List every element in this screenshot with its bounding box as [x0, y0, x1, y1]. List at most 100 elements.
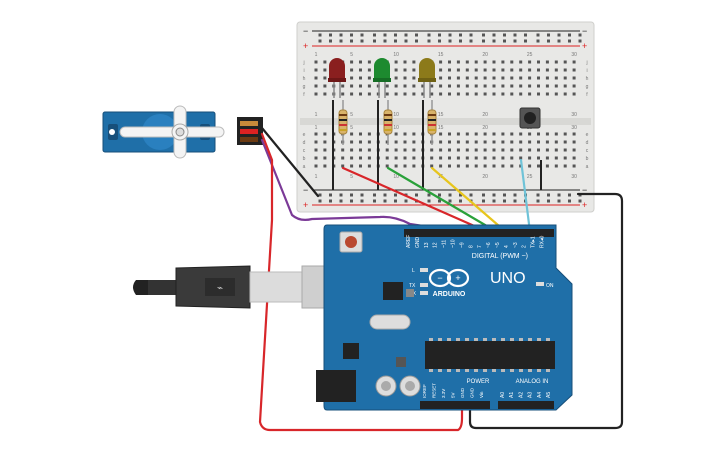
rail-hole[interactable] [536, 199, 540, 203]
rail-hole[interactable] [568, 39, 571, 43]
breadboard-hole[interactable] [554, 148, 558, 152]
breadboard-hole[interactable] [314, 132, 318, 136]
breadboard-hole[interactable] [563, 140, 567, 144]
breadboard-hole[interactable] [350, 60, 354, 64]
breadboard-hole[interactable] [465, 84, 469, 88]
breadboard-hole[interactable] [456, 92, 460, 96]
breadboard-hole[interactable] [341, 156, 345, 160]
rail-hole[interactable] [360, 33, 364, 37]
breadboard-hole[interactable] [537, 76, 540, 80]
rail-hole[interactable] [536, 33, 540, 37]
rail-hole[interactable] [568, 193, 571, 197]
breadboard-hole[interactable] [456, 156, 460, 160]
rail-hole[interactable] [578, 33, 582, 37]
breadboard-hole[interactable] [448, 148, 451, 152]
breadboard-hole[interactable] [563, 164, 567, 168]
breadboard-hole[interactable] [314, 92, 318, 96]
wire-servo-power[interactable] [258, 132, 464, 432]
breadboard-hole[interactable] [412, 156, 416, 160]
breadboard-hole[interactable] [528, 60, 532, 64]
breadboard-hole[interactable] [554, 92, 558, 96]
breadboard-hole[interactable] [572, 156, 576, 160]
breadboard-hole[interactable] [554, 68, 558, 72]
breadboard-hole[interactable] [439, 60, 443, 64]
rail-hole[interactable] [492, 39, 496, 43]
breadboard-hole[interactable] [519, 84, 523, 88]
rail-hole[interactable] [329, 39, 332, 43]
breadboard-hole[interactable] [367, 140, 371, 144]
breadboard-hole[interactable] [448, 84, 451, 88]
breadboard-hole[interactable] [314, 68, 318, 72]
rail-hole[interactable] [492, 199, 496, 203]
breadboard-hole[interactable] [323, 76, 327, 80]
breadboard-hole[interactable] [474, 140, 478, 144]
rail-hole[interactable] [383, 39, 387, 43]
rail-hole[interactable] [578, 199, 582, 203]
breadboard-hole[interactable] [456, 148, 460, 152]
breadboard-hole[interactable] [448, 132, 451, 136]
breadboard-hole[interactable] [439, 92, 443, 96]
breadboard-hole[interactable] [501, 156, 505, 160]
breadboard-hole[interactable] [465, 148, 469, 152]
breadboard-hole[interactable] [439, 68, 443, 72]
wire-green-led[interactable] [386, 166, 499, 234]
breadboard-hole[interactable] [483, 68, 487, 72]
breadboard-hole[interactable] [430, 92, 434, 96]
rail-hole[interactable] [547, 33, 550, 37]
breadboard-hole[interactable] [323, 132, 327, 136]
rail-hole[interactable] [482, 193, 485, 197]
rail-hole[interactable] [360, 193, 364, 197]
rail-hole[interactable] [318, 199, 322, 203]
yellow-led[interactable] [418, 58, 436, 98]
rail-hole[interactable] [524, 33, 527, 37]
rail-hole[interactable] [438, 39, 441, 43]
rail-hole[interactable] [536, 193, 540, 197]
breadboard-hole[interactable] [350, 68, 354, 72]
breadboard-hole[interactable] [412, 164, 416, 168]
rail-hole[interactable] [557, 193, 561, 197]
breadboard-hole[interactable] [474, 164, 478, 168]
breadboard-hole[interactable] [572, 132, 576, 136]
rail-hole[interactable] [513, 33, 517, 37]
breadboard-hole[interactable] [519, 68, 523, 72]
rail-hole[interactable] [404, 33, 408, 37]
rail-hole[interactable] [427, 193, 431, 197]
rail-hole[interactable] [383, 193, 387, 197]
breadboard-hole[interactable] [563, 68, 567, 72]
rail-hole[interactable] [415, 39, 418, 43]
breadboard-hole[interactable] [519, 148, 523, 152]
breadboard-hole[interactable] [510, 132, 514, 136]
breadboard-hole[interactable] [483, 84, 487, 88]
breadboard-hole[interactable] [510, 164, 514, 168]
breadboard-hole[interactable] [403, 92, 407, 96]
breadboard-hole[interactable] [528, 84, 532, 88]
rail-hole[interactable] [318, 33, 322, 37]
rail-hole[interactable] [394, 33, 397, 37]
rail-hole[interactable] [318, 193, 322, 197]
breadboard-hole[interactable] [367, 164, 371, 168]
breadboard-hole[interactable] [323, 68, 327, 72]
breadboard-hole[interactable] [314, 148, 318, 152]
wire-servo-signal[interactable] [260, 138, 465, 234]
breadboard-hole[interactable] [554, 164, 558, 168]
breadboard-hole[interactable] [385, 164, 389, 168]
breadboard-hole[interactable] [359, 148, 362, 152]
rail-hole[interactable] [482, 39, 485, 43]
breadboard-hole[interactable] [394, 132, 398, 136]
breadboard-hole[interactable] [554, 140, 558, 144]
breadboard-hole[interactable] [474, 156, 478, 160]
breadboard-hole[interactable] [314, 164, 318, 168]
rail-hole[interactable] [448, 33, 452, 37]
breadboard-hole[interactable] [465, 164, 469, 168]
rail-hole[interactable] [360, 199, 364, 203]
breadboard-hole[interactable] [385, 140, 389, 144]
breadboard-hole[interactable] [492, 132, 496, 136]
breadboard-hole[interactable] [394, 148, 398, 152]
breadboard-hole[interactable] [572, 92, 576, 96]
rail-hole[interactable] [503, 193, 506, 197]
breadboard-hole[interactable] [359, 84, 362, 88]
breadboard-hole[interactable] [385, 148, 389, 152]
breadboard-hole[interactable] [359, 92, 362, 96]
breadboard-hole[interactable] [563, 84, 567, 88]
rail-hole[interactable] [513, 193, 517, 197]
